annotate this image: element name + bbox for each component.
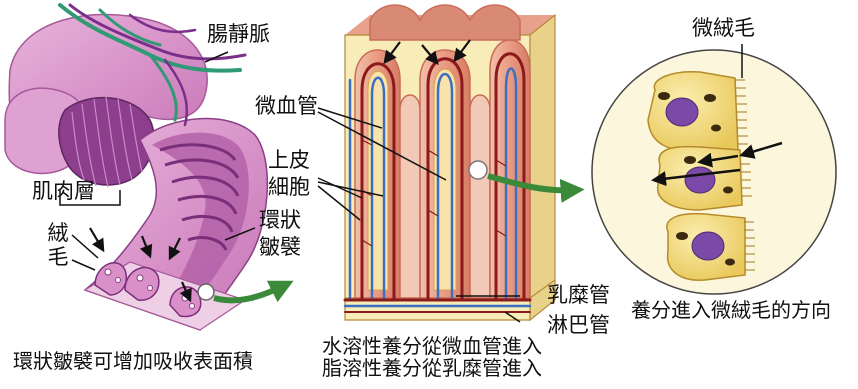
- villi-panel: [318, 5, 575, 322]
- label-muscle-layer: 肌肉層: [32, 181, 95, 202]
- zoom-marker-2: [469, 161, 487, 179]
- caption-villi: 水溶性養分從微血管進入 脂溶性養分從乳糜管進入: [322, 336, 542, 378]
- caption-villi-line-1: 水溶性養分從微血管進入: [322, 336, 542, 356]
- muscle-layer-tube: [59, 98, 154, 185]
- label-villi: 絨 毛: [46, 221, 70, 269]
- label-capillary: 微血管: [255, 96, 318, 117]
- label-epithelial-line-1: 上皮: [268, 150, 310, 171]
- label-circular-folds-line-1: 環狀: [259, 210, 301, 231]
- label-mesenteric-vein: 腸靜脈: [207, 24, 270, 45]
- label-circular-folds-line-2: 皺襞: [259, 237, 301, 258]
- label-villi-char-1: 絨: [46, 221, 70, 245]
- zoom-marker-1: [198, 284, 214, 300]
- intestine-panel: [5, 5, 285, 330]
- label-microvilli: 微絨毛: [692, 18, 755, 39]
- caption-villi-line-2: 脂溶性養分從乳糜管進入: [322, 358, 542, 378]
- label-villi-char-2: 毛: [46, 245, 70, 269]
- caption-intestine: 環狀皺襞可增加吸收表面積: [13, 351, 253, 371]
- label-lymph-vessel: 淋巴管: [547, 315, 610, 336]
- label-epithelial-cells: 上皮 細胞: [268, 150, 310, 198]
- label-circular-folds: 環狀 皺襞: [259, 210, 301, 258]
- label-epithelial-line-2: 細胞: [268, 177, 310, 198]
- villi-block-side: [530, 15, 555, 320]
- label-lacteal: 乳糜管: [547, 285, 610, 306]
- caption-cells: 養分進入微絨毛的方向: [631, 300, 831, 320]
- cells-panel: [592, 44, 836, 294]
